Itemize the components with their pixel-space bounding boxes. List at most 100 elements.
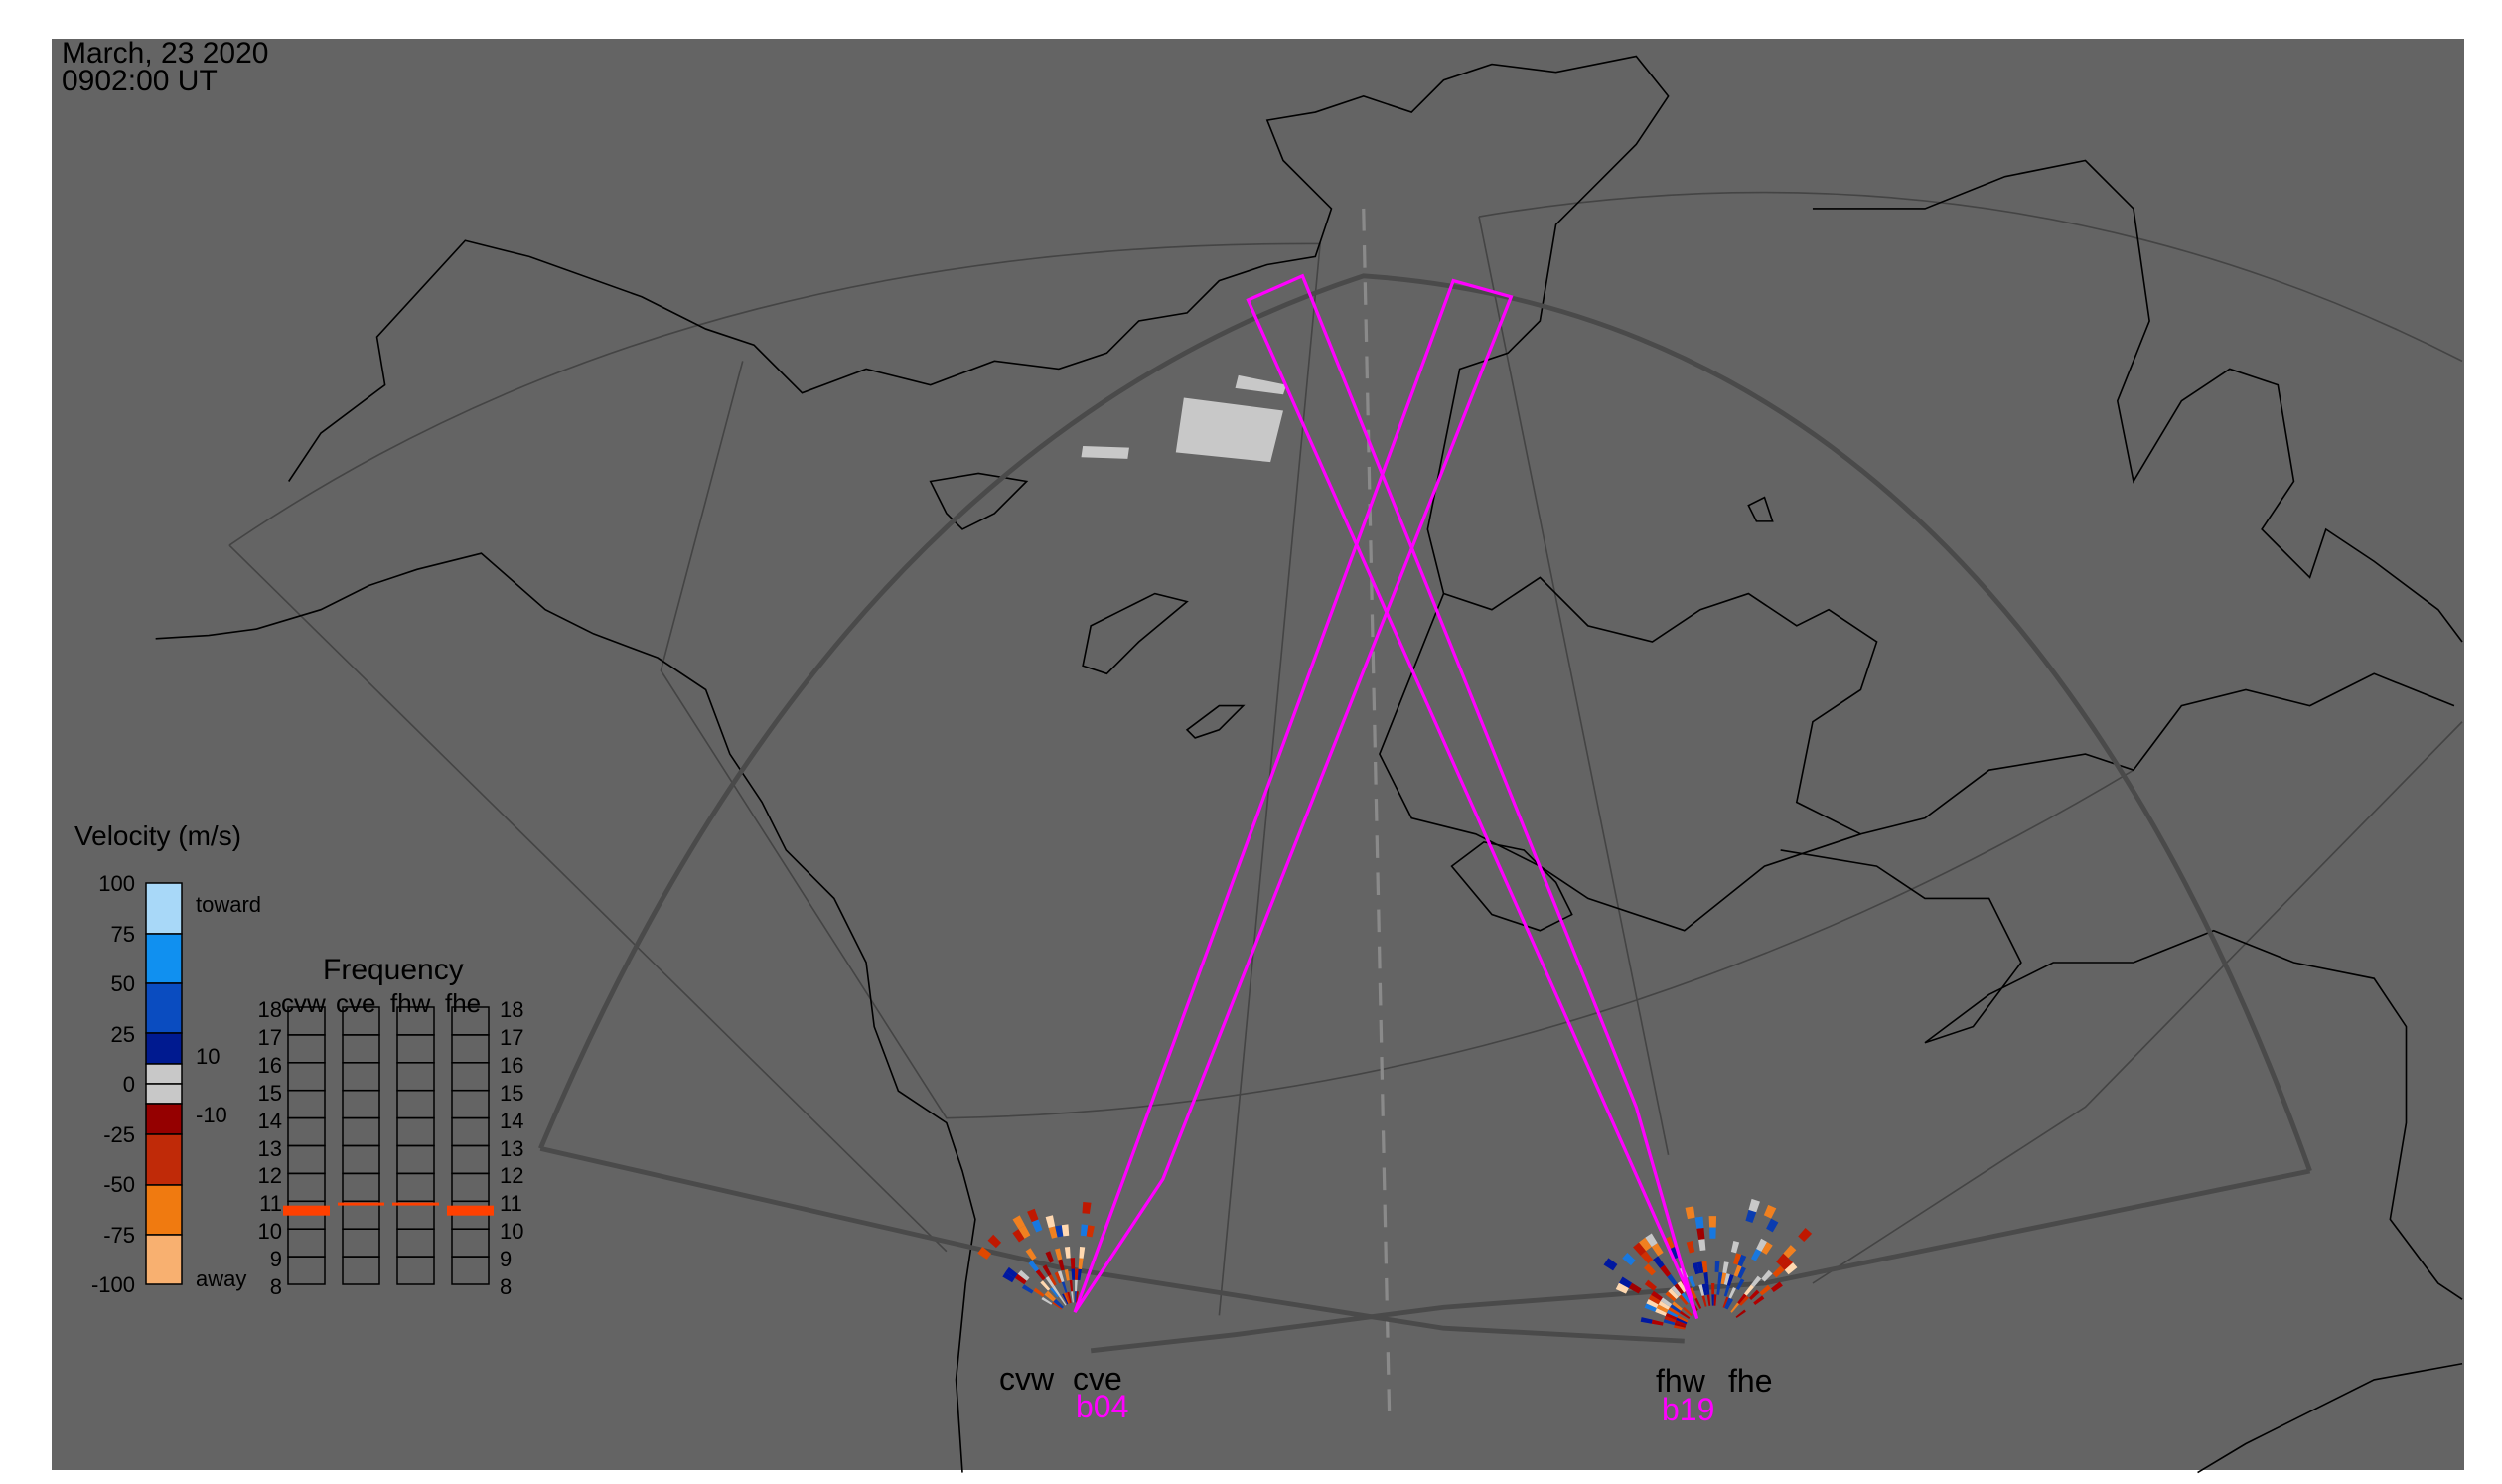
echo-cell (1622, 1252, 1636, 1266)
echo-cell (1714, 1261, 1720, 1273)
echo-cell (1660, 1297, 1673, 1307)
echo-cell (1717, 1272, 1723, 1284)
echo-cell (1677, 1315, 1689, 1323)
echo-cell (1071, 1291, 1074, 1303)
echo-cell (1045, 1251, 1055, 1263)
frequency-title: Frequency (323, 954, 464, 986)
echo-cell (1653, 1256, 1665, 1268)
frequency-cell (396, 1256, 435, 1285)
site-label-cvw: cvw (999, 1361, 1055, 1397)
beam-outlines (1073, 273, 1699, 1320)
colorbar-tick: 100 (98, 871, 135, 896)
echo-cell (1730, 1302, 1740, 1313)
dashed-meridian (1362, 208, 1392, 1412)
echo-cell (1750, 1275, 1762, 1288)
echo-cell (1075, 1291, 1077, 1303)
echo-cell (1644, 1279, 1657, 1291)
echo-cell (1044, 1292, 1055, 1302)
echo-cell (1688, 1275, 1696, 1288)
velocity-colorbar (145, 882, 183, 1285)
echo-cell (1651, 1243, 1664, 1257)
echo-cell (1694, 1216, 1704, 1229)
echo-cell (1658, 1300, 1671, 1310)
colorbar-segment (145, 1234, 183, 1285)
echo-cell (1031, 1219, 1043, 1233)
frequency-scale-right: 18 (500, 997, 524, 1022)
echo-cell (1069, 1279, 1074, 1292)
echo-cell (1674, 1322, 1687, 1328)
echo-cell (1082, 1201, 1092, 1214)
echo-cell (1018, 1225, 1031, 1239)
beam-b19[interactable] (1246, 273, 1699, 1320)
echo-cell (1674, 1325, 1686, 1330)
echo-cell (1644, 1303, 1657, 1312)
echo-cell (1061, 1281, 1068, 1293)
echo-cell (1748, 1289, 1760, 1300)
echo-cell (1067, 1291, 1072, 1304)
frequency-column-label-fhw: fhw (390, 988, 431, 1018)
echo-cell (1698, 1239, 1706, 1252)
echo-cell (1706, 1294, 1711, 1306)
echo-cell (1753, 1295, 1765, 1305)
echo-cell (1671, 1285, 1682, 1297)
echo-cell (1735, 1309, 1746, 1319)
echo-cell (1615, 1282, 1629, 1294)
echo-cell (1070, 1258, 1076, 1269)
frequency-scale-left: 12 (257, 1163, 282, 1189)
beam-b04[interactable] (1073, 278, 1514, 1313)
echo-cell (1639, 1237, 1652, 1252)
echo-cell (1651, 1319, 1664, 1326)
frequency-scale-right: 13 (500, 1135, 524, 1161)
echo-cell (1716, 1283, 1721, 1295)
site-label-fhe: fhe (1728, 1363, 1773, 1399)
echo-cell (1071, 1268, 1076, 1280)
echo-cell (1759, 1284, 1771, 1296)
echo-cell (1679, 1310, 1691, 1320)
frequency-scale-left: 16 (257, 1052, 282, 1078)
echo-cell (1048, 1226, 1058, 1239)
echo-cell (1643, 1263, 1657, 1276)
colorbar-tick: -25 (103, 1121, 135, 1147)
echo-cell (1619, 1276, 1633, 1289)
echo-cell (1063, 1292, 1070, 1304)
frequency-scale-left: 15 (257, 1080, 282, 1106)
far-range-echoes (1081, 374, 1287, 463)
echo-cell (1076, 1291, 1079, 1303)
frequency-column-label-fhe: fhe (445, 988, 482, 1018)
echo-cell (1676, 1317, 1688, 1325)
fov-outline-thin (228, 191, 2463, 1316)
echo-cell (1628, 1282, 1642, 1294)
beam-label-b19: b19 (1662, 1392, 1715, 1427)
echo-cell (1770, 1281, 1783, 1293)
echo-cell (1651, 1290, 1663, 1301)
echo-cell (1648, 1294, 1661, 1305)
coastlines (155, 55, 2463, 1474)
frequency-scale-right: 17 (500, 1024, 524, 1050)
frequency-marker-fhe (447, 1205, 494, 1216)
echo-cell (1668, 1306, 1680, 1316)
echo-cell (1640, 1251, 1654, 1264)
echo-cell (1002, 1271, 1015, 1283)
echo-cell (1728, 1287, 1736, 1299)
echo-cell (1682, 1306, 1693, 1316)
echo-cell (1666, 1309, 1679, 1318)
echo-cell (1055, 1248, 1063, 1261)
echo-cell (1078, 1258, 1084, 1269)
echo-cell (1739, 1295, 1749, 1306)
echo-cell (1686, 1241, 1695, 1254)
frequency-scale-left: 18 (257, 997, 282, 1022)
echo-cell (1681, 1292, 1691, 1304)
echo-cell (1656, 1304, 1669, 1313)
frequency-column-label-cvw: cvw (281, 988, 326, 1018)
frequency-scale-right: 10 (500, 1219, 524, 1245)
echo-cell (1667, 1273, 1678, 1286)
echo-cell (1724, 1297, 1731, 1309)
echo-cell (1005, 1266, 1018, 1278)
echo-cell (1045, 1276, 1055, 1288)
pos-threshold-label: 10 (196, 1044, 221, 1069)
colorbar-tick: 25 (110, 1021, 135, 1047)
echo-cell (1701, 1283, 1707, 1296)
frequency-cell (342, 1256, 380, 1285)
echo-cell (1745, 1209, 1757, 1223)
